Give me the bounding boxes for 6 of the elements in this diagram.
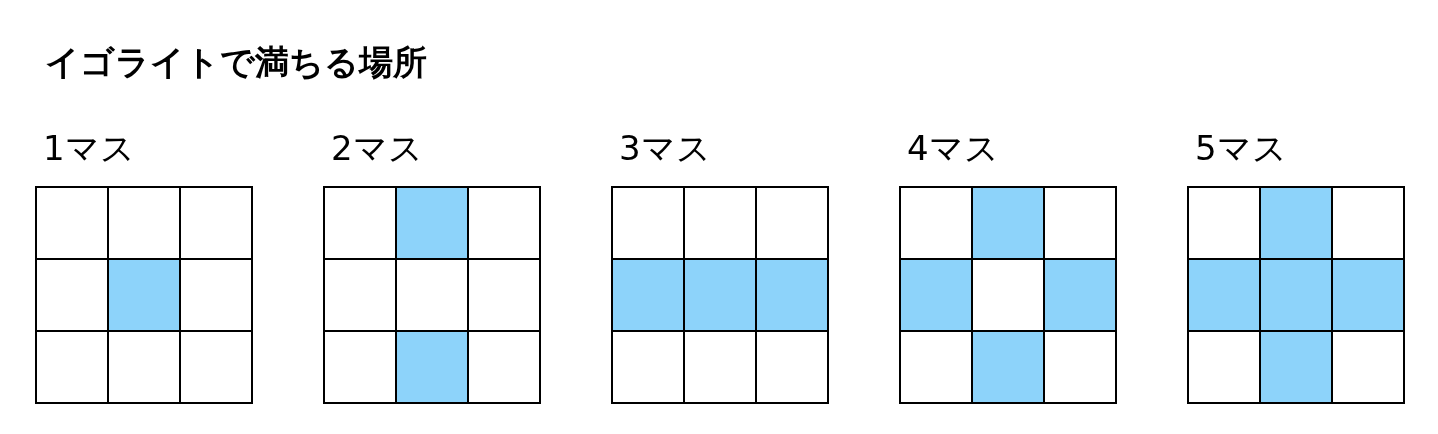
grid-label: 3マス [619, 128, 711, 169]
grid-label: 4マス [907, 128, 999, 169]
title: イゴライトで満ちる場所 [45, 42, 427, 83]
grid-label: 2マス [331, 128, 423, 169]
grid-label: 1マス [43, 128, 135, 169]
grid-label: 5マス [1195, 128, 1287, 169]
